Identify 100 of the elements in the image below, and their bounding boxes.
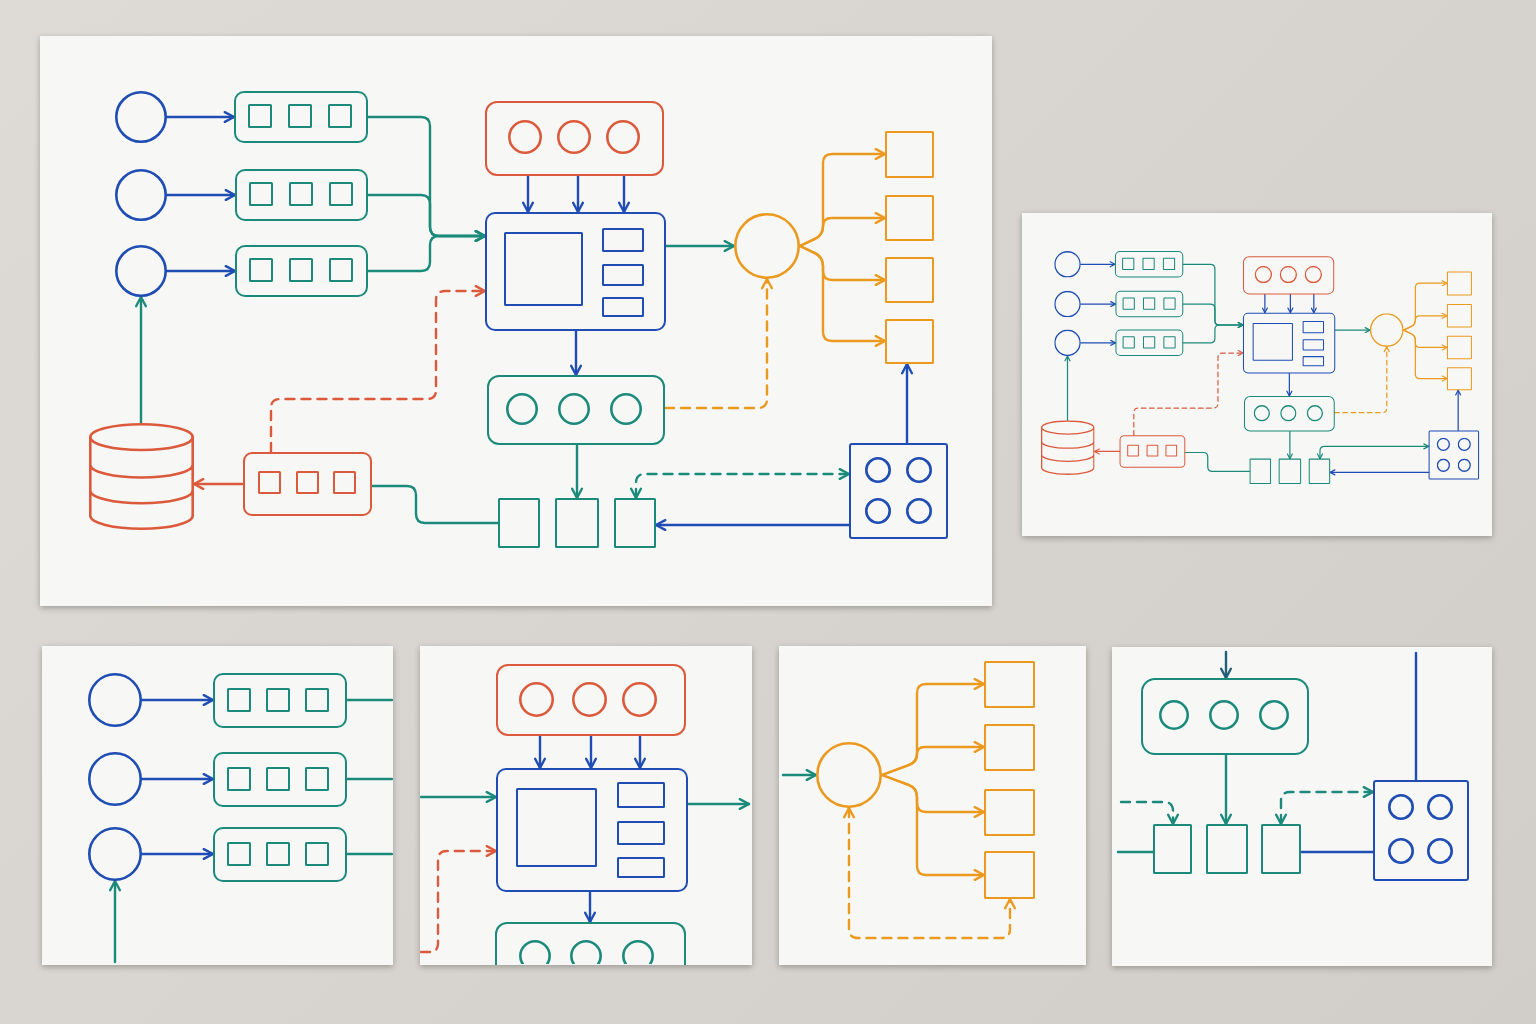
circle-node (1369, 313, 1404, 347)
connector-line (1299, 850, 1375, 854)
inner-square (227, 767, 252, 792)
connector-line (345, 698, 393, 702)
arrow (165, 264, 237, 278)
inner-circle (1209, 700, 1240, 731)
arrow (654, 518, 851, 532)
arrow (1080, 261, 1116, 268)
inner-circle (1436, 437, 1451, 452)
dashed-arrow (420, 844, 498, 954)
inner-circle (506, 393, 539, 426)
arrow (366, 229, 487, 273)
square-box (1153, 824, 1192, 874)
connector-line (345, 852, 393, 856)
inner-square (266, 688, 291, 713)
dashed-double-arrow (629, 467, 851, 500)
paper-card (40, 36, 992, 606)
square-box (984, 724, 1035, 771)
arrow (1455, 389, 1462, 432)
inner-square (227, 688, 252, 713)
square-box (885, 131, 934, 178)
inner-square (305, 842, 330, 867)
inner-square (266, 767, 291, 792)
arrow (1261, 293, 1268, 314)
arrow (686, 797, 751, 811)
square-box (614, 498, 656, 548)
rounded-box (235, 169, 368, 221)
arrow (1286, 430, 1293, 460)
inner-circle (1388, 794, 1415, 821)
inner-square (328, 104, 353, 129)
dashed-double-arrow (842, 806, 1017, 940)
inner-circle (606, 120, 641, 155)
database-cylinder (1041, 420, 1095, 475)
inner-square (329, 258, 354, 283)
rounded-box (496, 664, 686, 736)
dashed-arrow (1133, 349, 1244, 436)
paper-card (1112, 647, 1492, 966)
dashed-arrow (1119, 800, 1180, 826)
square-box (1249, 458, 1271, 485)
arrow (165, 188, 237, 202)
inner-rectangle (602, 228, 645, 253)
arrow (1329, 469, 1430, 476)
connector-line (370, 484, 500, 525)
arrow (633, 734, 647, 770)
inner-rectangle (602, 264, 645, 287)
square-box (885, 257, 934, 303)
rounded-box (485, 101, 664, 176)
inner-square (266, 842, 291, 867)
dashed-arrow (1334, 346, 1390, 414)
arrow (880, 740, 986, 777)
inner-square (333, 471, 357, 495)
inner-circle (1306, 405, 1324, 422)
rounded-box (234, 91, 368, 143)
arrow (880, 773, 986, 882)
square-box (1373, 780, 1469, 881)
inner-square (288, 104, 313, 129)
inner-circle (865, 457, 892, 484)
square-box (984, 661, 1035, 708)
inner-circle (519, 682, 555, 718)
circle-node (816, 742, 882, 808)
arrow (798, 244, 887, 348)
rounded-box (243, 452, 372, 516)
inner-square (249, 258, 274, 283)
rounded-box (1141, 678, 1309, 755)
inner-rectangle (602, 297, 645, 318)
inner-circle (1388, 838, 1415, 865)
inner-square (248, 104, 273, 129)
arrow (583, 890, 597, 924)
inner-circle (1457, 458, 1472, 473)
rounded-box (213, 673, 347, 728)
arrow (140, 693, 215, 707)
rounded-box (213, 827, 347, 882)
inner-circle (1159, 700, 1190, 731)
inner-circle (1436, 458, 1451, 473)
arrow (1334, 327, 1371, 334)
arrow (521, 174, 535, 214)
square-box (1261, 824, 1301, 874)
square-box (1206, 824, 1248, 874)
circle-node (1054, 290, 1081, 318)
inner-rectangle (617, 821, 666, 846)
arrow (1093, 448, 1121, 455)
arrow (165, 110, 236, 124)
inner-circle (1280, 405, 1297, 422)
inner-circle (622, 682, 658, 718)
circle-node (1054, 329, 1081, 357)
arrow (533, 734, 547, 770)
inner-square (305, 767, 330, 792)
inner-circle (558, 393, 591, 426)
inner-square (296, 471, 320, 495)
arrow (140, 847, 215, 861)
arrow (617, 174, 631, 214)
square-box (885, 195, 934, 241)
arrow (781, 768, 818, 782)
arrow (584, 734, 598, 770)
dashed-double-arrow (1274, 785, 1375, 826)
inner-square (516, 788, 598, 868)
rounded-box (496, 768, 688, 892)
rounded-box (235, 245, 368, 297)
circle-node (115, 91, 167, 143)
arrow (664, 239, 736, 253)
